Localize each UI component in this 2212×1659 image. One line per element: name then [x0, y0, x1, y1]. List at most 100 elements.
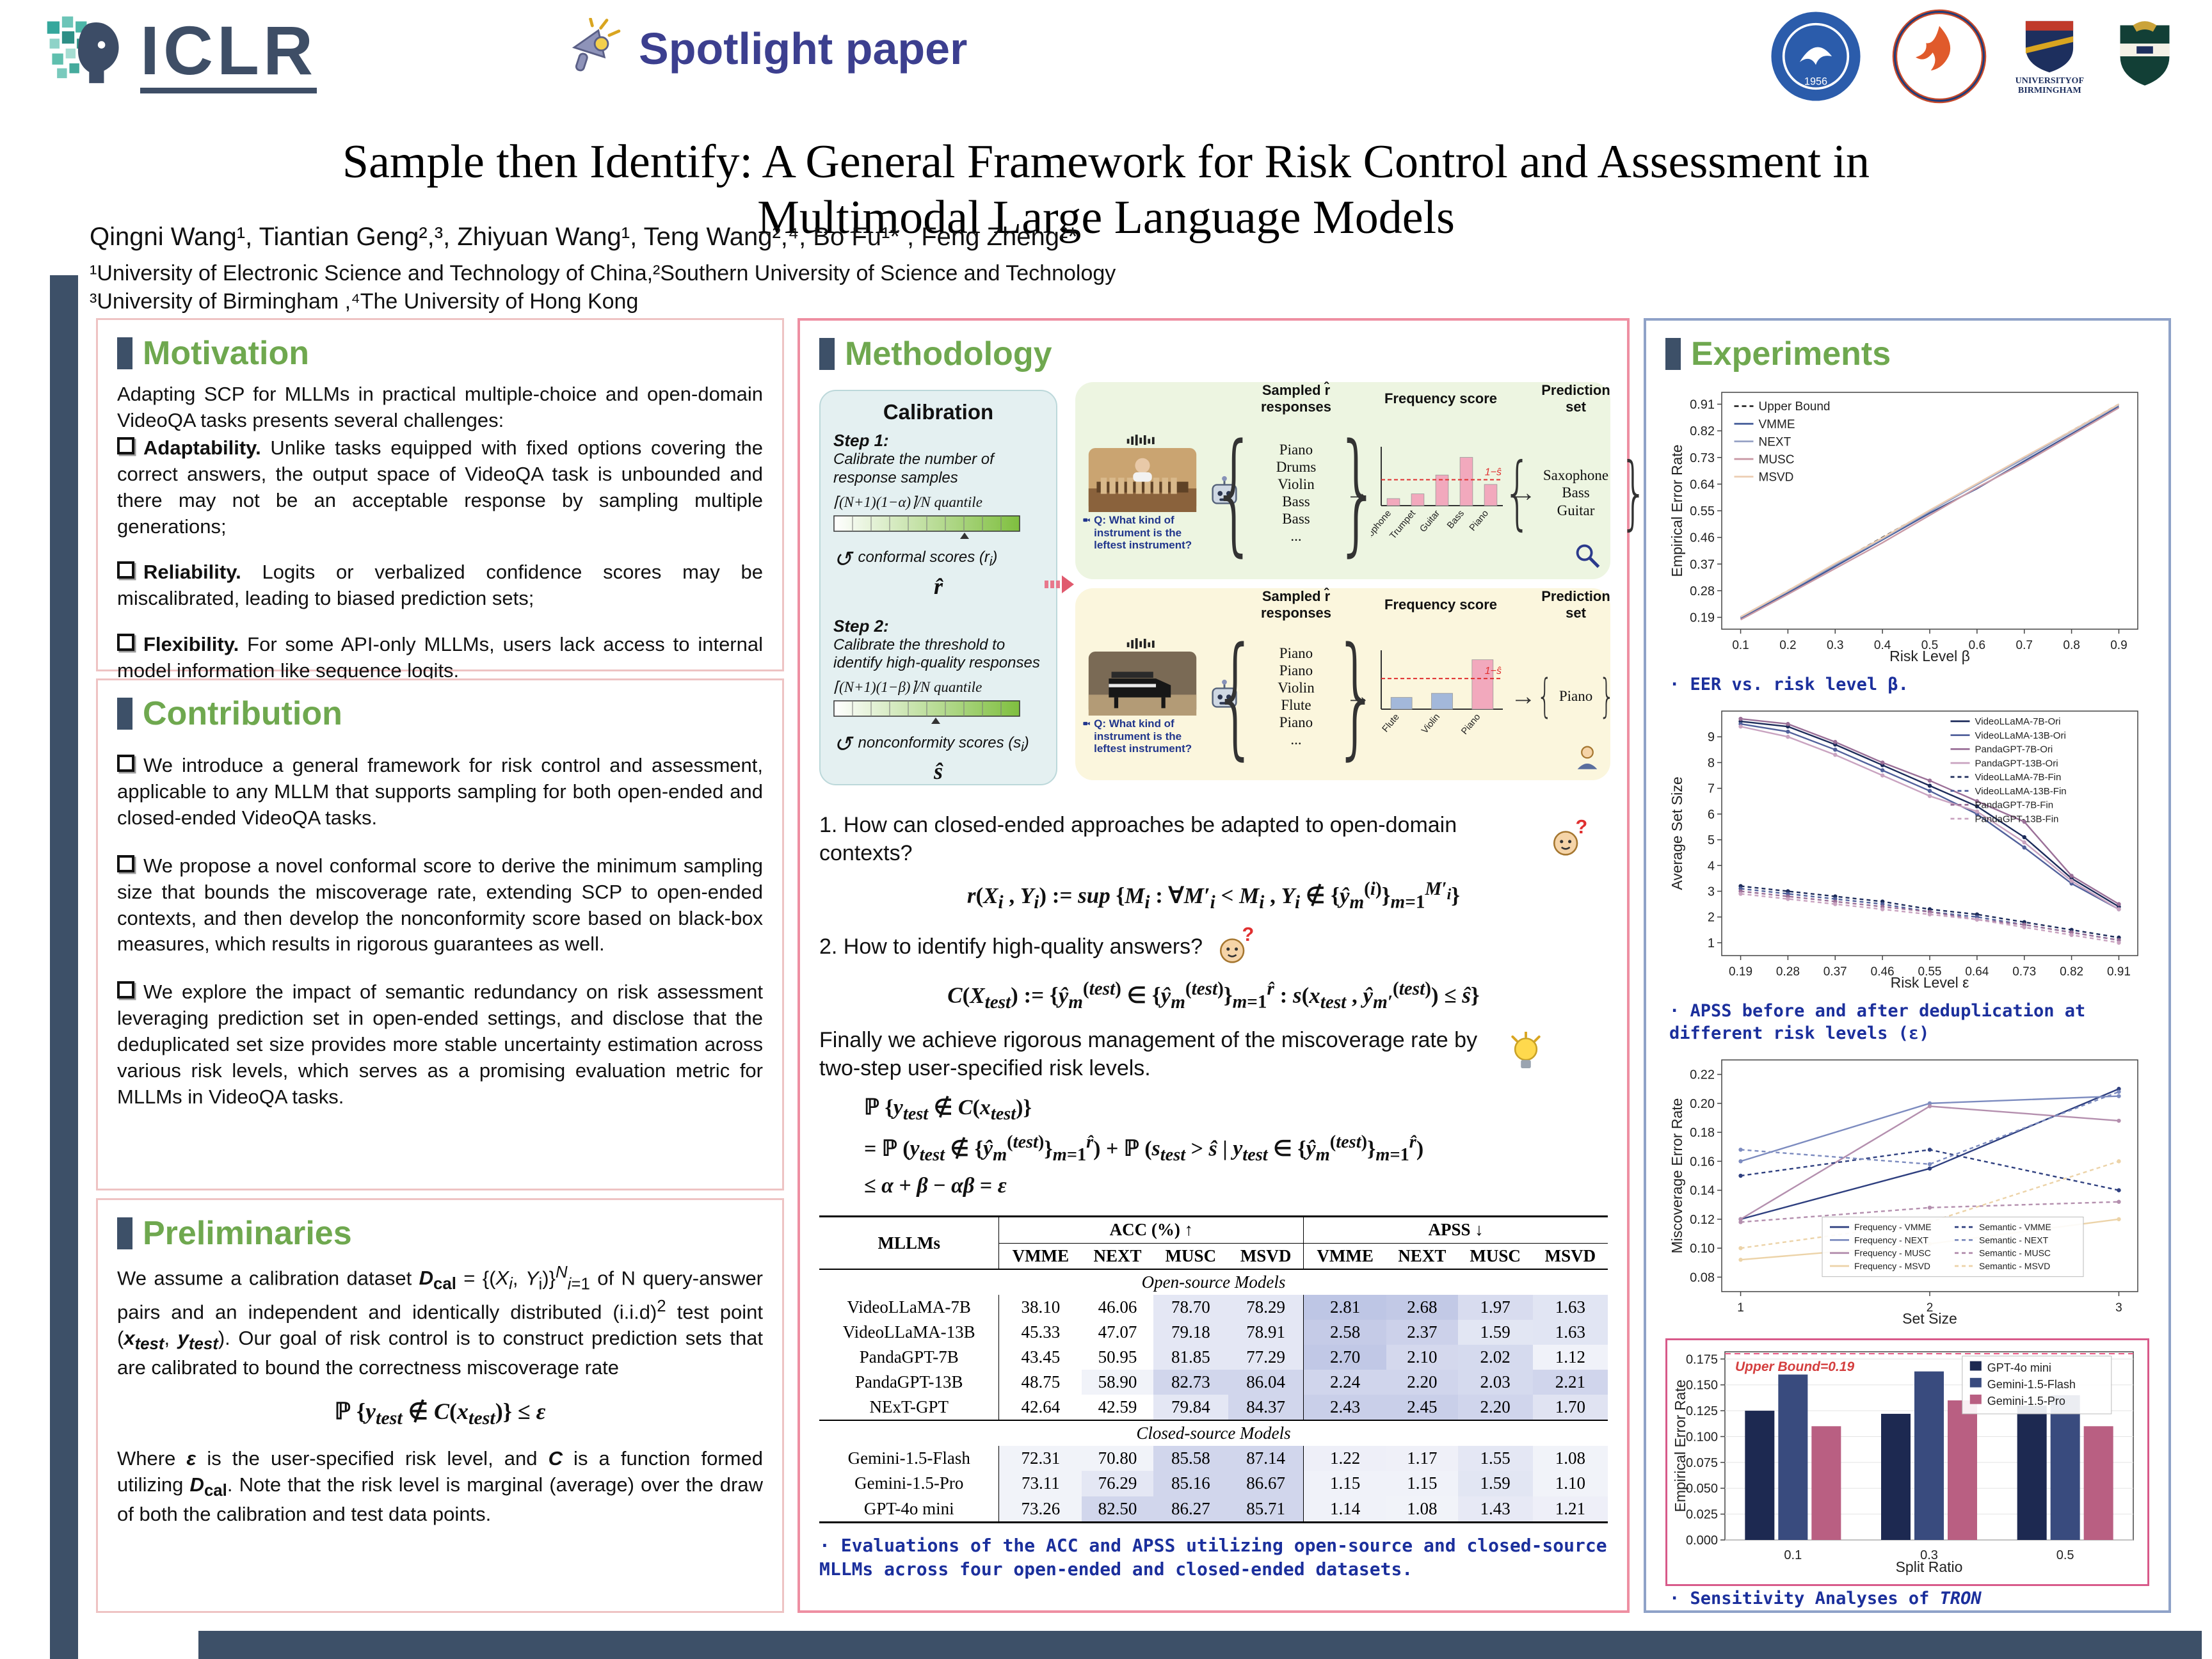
- conformal-scores-row: ↺ conformal scores (ri): [833, 549, 1043, 570]
- table-cell: 1.55: [1457, 1446, 1533, 1471]
- magnifier-icon: [1576, 544, 1600, 568]
- model-name: GPT-4o mini: [863, 1498, 954, 1518]
- table-cell: 1.21: [1532, 1496, 1608, 1523]
- calibration-panel: Calibration Step 1: Calibrate the number…: [819, 390, 1057, 785]
- equation-line-1: ℙ {ytest ∉ C(xtest)}: [864, 1096, 1032, 1124]
- step2-text: Calibrate the threshold to identify high…: [833, 636, 1040, 672]
- svg-text:5: 5: [1708, 833, 1715, 847]
- motivation-title: Motivation: [143, 335, 309, 372]
- table-dataset-header: NEXT: [1082, 1243, 1153, 1270]
- prediction-set-item: Saxophone: [1543, 467, 1609, 484]
- table-cell: 85.58: [1153, 1446, 1228, 1471]
- svg-text:0.3: 0.3: [1920, 1548, 1938, 1562]
- svg-text:VideoLLaMA-13B-Ori: VideoLLaMA-13B-Ori: [1975, 730, 2066, 741]
- svg-text:0.16: 0.16: [1690, 1155, 1715, 1169]
- svg-text:VideoLLaMA-7B-Fin: VideoLLaMA-7B-Fin: [1975, 772, 2062, 783]
- checkbox-bullet-icon: [117, 854, 134, 872]
- table-cell: 2.45: [1386, 1395, 1458, 1421]
- section-bar-icon: [1665, 338, 1681, 370]
- checkbox-bullet-icon: [117, 755, 134, 772]
- svg-text:Frequency - MSVD: Frequency - MSVD: [1854, 1261, 1930, 1271]
- table-cell: 1.10: [1532, 1471, 1608, 1496]
- mllm-robot-cell: [1203, 677, 1246, 716]
- affiliation-line-1: ¹University of Electronic Science and Te…: [90, 261, 1116, 285]
- chart-caption-sensitivity: · Sensitivity Analyses of TRON: [1669, 1589, 1982, 1609]
- waveform-icon: [1126, 435, 1155, 446]
- svg-text:0.28: 0.28: [1776, 965, 1800, 979]
- svg-text:Semantic - MSVD: Semantic - MSVD: [1979, 1261, 2050, 1271]
- equation-line-3: ≤ α + β − αβ = ε: [864, 1173, 1007, 1198]
- right-brace: }: [1333, 619, 1380, 773]
- svg-text:0.91: 0.91: [1690, 398, 1715, 412]
- svg-text:0.6: 0.6: [1969, 639, 1985, 652]
- checkbox-bullet-icon: [117, 981, 134, 999]
- svg-text:0.46: 0.46: [1871, 965, 1895, 979]
- corner-icon: [1573, 742, 1601, 774]
- table-cell: 82.73: [1153, 1370, 1228, 1395]
- svg-text:PandaGPT-7B-Ori: PandaGPT-7B-Ori: [1975, 744, 2053, 755]
- table-cell: 87.14: [1228, 1446, 1304, 1471]
- svg-text:Gemini-1.5-Pro: Gemini-1.5-Pro: [1987, 1395, 2065, 1407]
- prediction-set-cell: {Piano}: [1535, 669, 1617, 723]
- svg-text:0.55: 0.55: [1918, 965, 1942, 979]
- table-cell: 84.37: [1228, 1395, 1304, 1421]
- svg-text:0.7: 0.7: [2016, 639, 2033, 652]
- svg-text:Split Ratio: Split Ratio: [1896, 1559, 1963, 1575]
- section-bar-icon: [819, 338, 835, 370]
- question-text: Q: What kind of instrument is the leftes…: [1083, 514, 1202, 552]
- arrow-icon: →: [1511, 478, 1536, 507]
- svg-text:4: 4: [1708, 859, 1715, 873]
- svg-text:0.82: 0.82: [1690, 424, 1715, 438]
- svg-text:0.37: 0.37: [1823, 965, 1847, 979]
- svg-text:0.3: 0.3: [1827, 639, 1843, 652]
- table-cell: 70.80: [1082, 1446, 1153, 1471]
- svg-text:VideoLLaMA-13B-Fin: VideoLLaMA-13B-Fin: [1975, 786, 2067, 797]
- table-cell: 1.63: [1532, 1294, 1608, 1320]
- svg-text:0.73: 0.73: [2012, 965, 2036, 979]
- svg-text:9: 9: [1708, 730, 1715, 744]
- svg-text:0.73: 0.73: [1690, 451, 1715, 465]
- table-group-header: ACC (%) ↑: [998, 1216, 1304, 1244]
- step1-text: Calibrate the number of response samples: [833, 451, 994, 486]
- sampled-responses-header: Sampled r̂ responses: [1260, 588, 1332, 621]
- svg-text:0.12: 0.12: [1690, 1213, 1715, 1227]
- mllm-robot-cell: [1203, 474, 1246, 512]
- sampled-response: Piano: [1279, 714, 1313, 731]
- contribution-item: We introduce a general framework for ris…: [117, 754, 763, 829]
- svg-text:Frequency - MUSC: Frequency - MUSC: [1854, 1248, 1931, 1258]
- table-cell: 78.70: [1153, 1294, 1228, 1320]
- svg-text:0.82: 0.82: [2060, 965, 2083, 979]
- svg-text:GPT-4o mini: GPT-4o mini: [1987, 1361, 2051, 1374]
- table-cell: 1.97: [1457, 1294, 1533, 1320]
- left-accent-bar: [50, 275, 78, 1659]
- finally-text: Finally we achieve rigorous management o…: [819, 1027, 1478, 1080]
- birmingham-crest-icon: [2026, 20, 2074, 72]
- model-name: PandaGPT-13B: [854, 1372, 963, 1392]
- svg-text:MSVD: MSVD: [1759, 470, 1794, 484]
- miscoverage-equation: ℙ {ytest ∉ C(xtest)} ≤ ε: [334, 1399, 546, 1429]
- svg-text:PandaGPT-13B-Ori: PandaGPT-13B-Ori: [1975, 758, 2058, 769]
- right-brace: }: [1599, 669, 1615, 723]
- svg-text:0.10: 0.10: [1690, 1242, 1715, 1256]
- sampled-response: Bass: [1282, 493, 1310, 509]
- model-name: PandaGPT-7B: [859, 1347, 959, 1366]
- robot-icon: [1212, 476, 1237, 504]
- svg-text:Guitar: Guitar: [1418, 508, 1442, 534]
- svg-text:Violin: Violin: [1420, 712, 1442, 735]
- motivation-section: Motivation Adapting SCP for MLLMs in pra…: [96, 318, 784, 682]
- table-cell: 1.14: [1303, 1496, 1387, 1523]
- contribution-section: Contribution We introduce a general fram…: [96, 678, 784, 1190]
- prediction-set-item: Piano: [1559, 688, 1593, 705]
- svg-text:?: ?: [1242, 926, 1254, 945]
- svg-text:VideoLLaMA-7B-Ori: VideoLLaMA-7B-Ori: [1975, 716, 2061, 727]
- person-question-icon: ?: [1553, 819, 1587, 856]
- preliminaries-section: Preliminaries We assume a calibration da…: [96, 1198, 784, 1613]
- svg-text:Miscoverage Error Rate: Miscoverage Error Rate: [1669, 1098, 1685, 1254]
- r-hat-result: r̂: [933, 573, 943, 599]
- svg-text:Upper Bound=0.19: Upper Bound=0.19: [1735, 1359, 1854, 1374]
